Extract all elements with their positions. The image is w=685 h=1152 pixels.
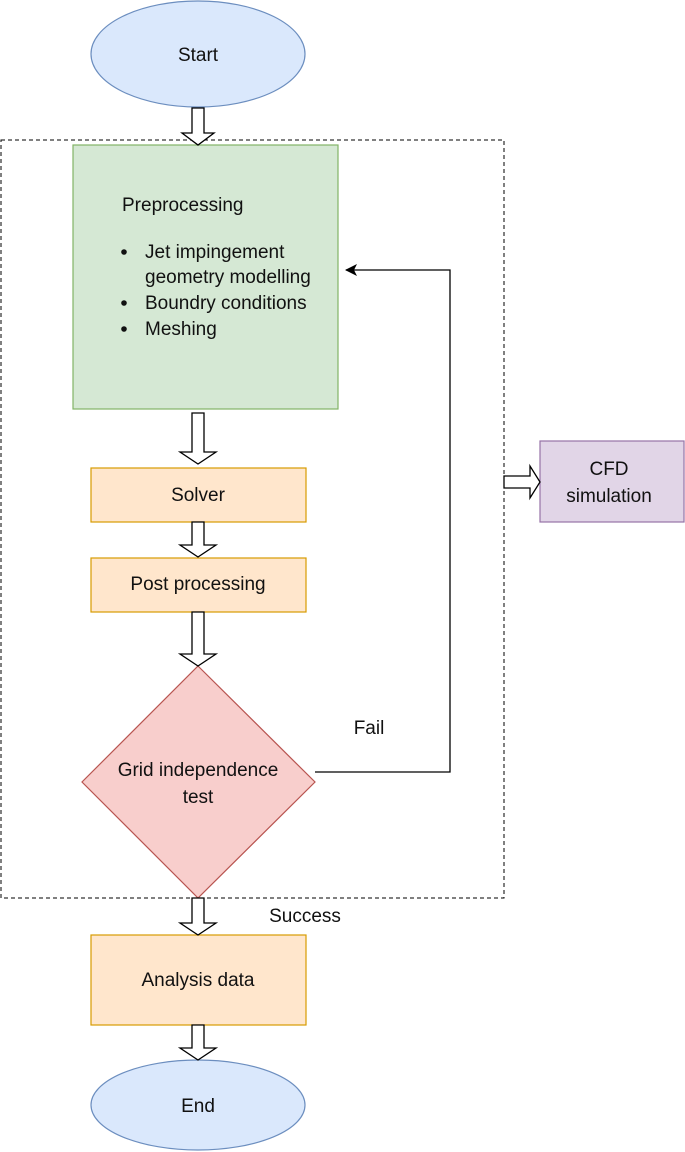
post-processing-label: Post processing [130, 574, 265, 595]
solver-node[interactable]: Solver [90, 467, 307, 523]
start-label: Start [178, 45, 219, 66]
bullet-dot [121, 326, 127, 332]
analysis-data-shape [90, 934, 307, 1026]
grid-test-label-line-2: test [183, 787, 214, 808]
cfd-simulation-shape [539, 440, 685, 523]
preprocessing-item-3: Meshing [145, 319, 217, 340]
cfd-simulation-label-line-1: CFD [589, 459, 628, 480]
preprocessing-item-1-line-1: Jet impingement [145, 242, 285, 263]
arrow-group-to-cfd-simulation [503, 463, 541, 501]
post-processing-node[interactable]: Post processing [90, 557, 307, 613]
preprocessing-shape [72, 144, 339, 410]
analysis-data-node[interactable]: Analysis data [90, 934, 307, 1026]
arrow-grid-test-to-analysis-data [177, 897, 219, 936]
success-label: Success [269, 906, 341, 927]
analysis-data-label: Analysis data [141, 970, 254, 991]
grid-test-label-line-1: Grid independence [118, 760, 279, 781]
fail-label: Fail [354, 718, 385, 739]
fail-loop-connector [315, 264, 451, 773]
end-node[interactable]: End [90, 1059, 306, 1151]
arrow-analysis-data-to-end [177, 1024, 219, 1061]
arrow-preprocessing-to-solver [177, 412, 219, 465]
arrow-start-to-preprocessing [180, 107, 216, 146]
grid-test-shape [81, 665, 316, 899]
grid-test-node[interactable]: Grid independence test [81, 665, 316, 899]
start-node[interactable]: Start [90, 0, 306, 108]
start-shape [90, 0, 306, 108]
preprocessing-item-2: Boundry conditions [145, 293, 307, 314]
solver-label: Solver [171, 485, 226, 506]
bullet-dot [121, 249, 127, 255]
preprocessing-node[interactable]: Preprocessing Jet impingement geometry m… [72, 144, 339, 410]
bullet-dot [121, 300, 127, 306]
cfd-group-boundary [0, 139, 505, 899]
post-processing-shape [90, 557, 307, 613]
cfd-simulation-label-line-2: simulation [566, 486, 652, 507]
preprocessing-title: Preprocessing [122, 195, 243, 216]
cfd-simulation-node[interactable]: CFD simulation [539, 440, 685, 523]
arrow-post-processing-to-grid-test [177, 611, 219, 667]
arrow-solver-to-post-processing [177, 521, 219, 558]
preprocessing-item-1-line-2: geometry modelling [145, 267, 311, 288]
end-label: End [181, 1096, 215, 1117]
